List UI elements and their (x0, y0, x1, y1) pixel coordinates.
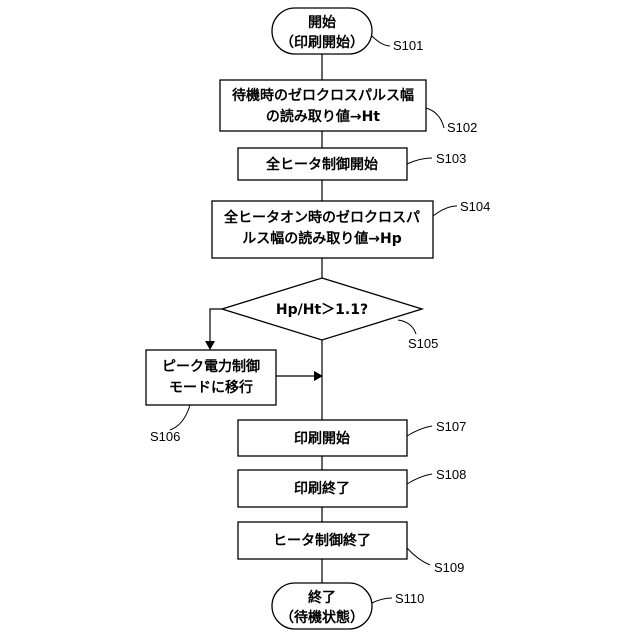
node-s108: 印刷終了 S108 (238, 467, 466, 507)
step-label-s101: S101 (393, 38, 423, 53)
s102-text-line2: の読み取り値→Ht (266, 108, 380, 125)
step-label-s105: S105 (408, 336, 438, 351)
step-label-s109: S109 (434, 560, 464, 575)
node-end: 終了 （待機状態） S110 (272, 583, 424, 629)
s102-text-line1: 待機時のゼロクロスパルス幅 (232, 87, 414, 104)
s104-text-line1: 全ヒータオン時のゼロクロスパ (223, 209, 420, 226)
s106-text-line1: ピーク電力制御 (162, 358, 260, 375)
arrowhead-s106-in (205, 341, 215, 350)
leader-s110 (372, 598, 392, 603)
node-s105: Hp/Ht＞1.1? S105 (222, 278, 438, 351)
step-label-s104: S104 (460, 199, 490, 214)
leader-s101 (372, 36, 390, 46)
leader-s105 (398, 320, 416, 334)
node-s107: 印刷開始 S107 (238, 419, 466, 456)
s109-text: ヒータ制御終了 (273, 532, 371, 549)
leader-s106 (170, 405, 190, 430)
leader-s102 (426, 108, 444, 128)
s107-text: 印刷開始 (294, 430, 350, 447)
node-s104: 全ヒータオン時のゼロクロスパ ルス幅の読み取り値→Hp S104 (212, 199, 490, 258)
node-s103: 全ヒータ制御開始 S103 (238, 148, 466, 180)
s104-text-line2: ルス幅の読み取り値→Hp (242, 230, 401, 247)
node-start: 開始 （印刷開始） S101 (272, 8, 423, 54)
step-label-s102: S102 (447, 120, 477, 135)
end-text-line1: 終了 (308, 589, 336, 606)
end-text-line2: （待機状態） (280, 609, 364, 626)
leader-s109 (407, 548, 430, 565)
node-s102: 待機時のゼロクロスパルス幅 の読み取り値→Ht S102 (220, 80, 477, 135)
start-text-line2: （印刷開始） (280, 34, 364, 51)
s103-text: 全ヒータ制御開始 (265, 156, 378, 173)
step-label-s107: S107 (436, 419, 466, 434)
node-s109: ヒータ制御終了 S109 (238, 522, 464, 575)
s108-text: 印刷終了 (294, 480, 350, 497)
leader-s103 (407, 158, 432, 164)
s106-text-line2: モードに移行 (169, 379, 253, 396)
step-label-s106: S106 (150, 429, 180, 444)
step-label-s110: S110 (395, 591, 424, 606)
leader-s104 (433, 206, 457, 216)
leader-s107 (407, 426, 432, 436)
leader-s108 (407, 474, 432, 484)
s105-text: Hp/Ht＞1.1? (276, 302, 368, 318)
step-label-s108: S108 (436, 467, 466, 482)
start-text-line1: 開始 (308, 14, 336, 31)
edge-s105-to-s106 (210, 309, 222, 343)
step-label-s103: S103 (436, 151, 466, 166)
